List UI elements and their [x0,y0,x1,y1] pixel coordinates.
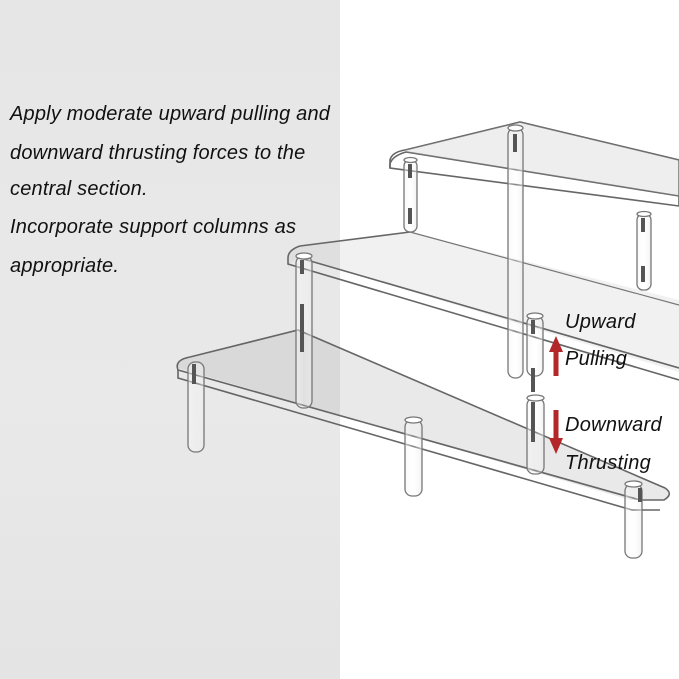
thrusting-label: Thrusting [565,452,652,474]
column-screws [192,134,645,502]
instruction-line-1: Apply moderate upward pulling and [10,103,331,125]
instruction-line-5: appropriate. [10,255,120,277]
up-arrow-icon [549,336,563,376]
middle-shelf [287,231,679,381]
left-gray-panel [0,0,340,679]
instruction-line-4: Incorporate support columns as [10,216,297,238]
instruction-line-3: central section. [10,178,148,200]
instruction-line-2: downward thrusting forces to the [10,142,306,164]
top-shelf [389,121,679,207]
down-arrow-icon [549,410,563,454]
downward-label: Downward [565,414,662,436]
pulling-label: Pulling [565,348,628,370]
upward-label: Upward [565,311,636,333]
